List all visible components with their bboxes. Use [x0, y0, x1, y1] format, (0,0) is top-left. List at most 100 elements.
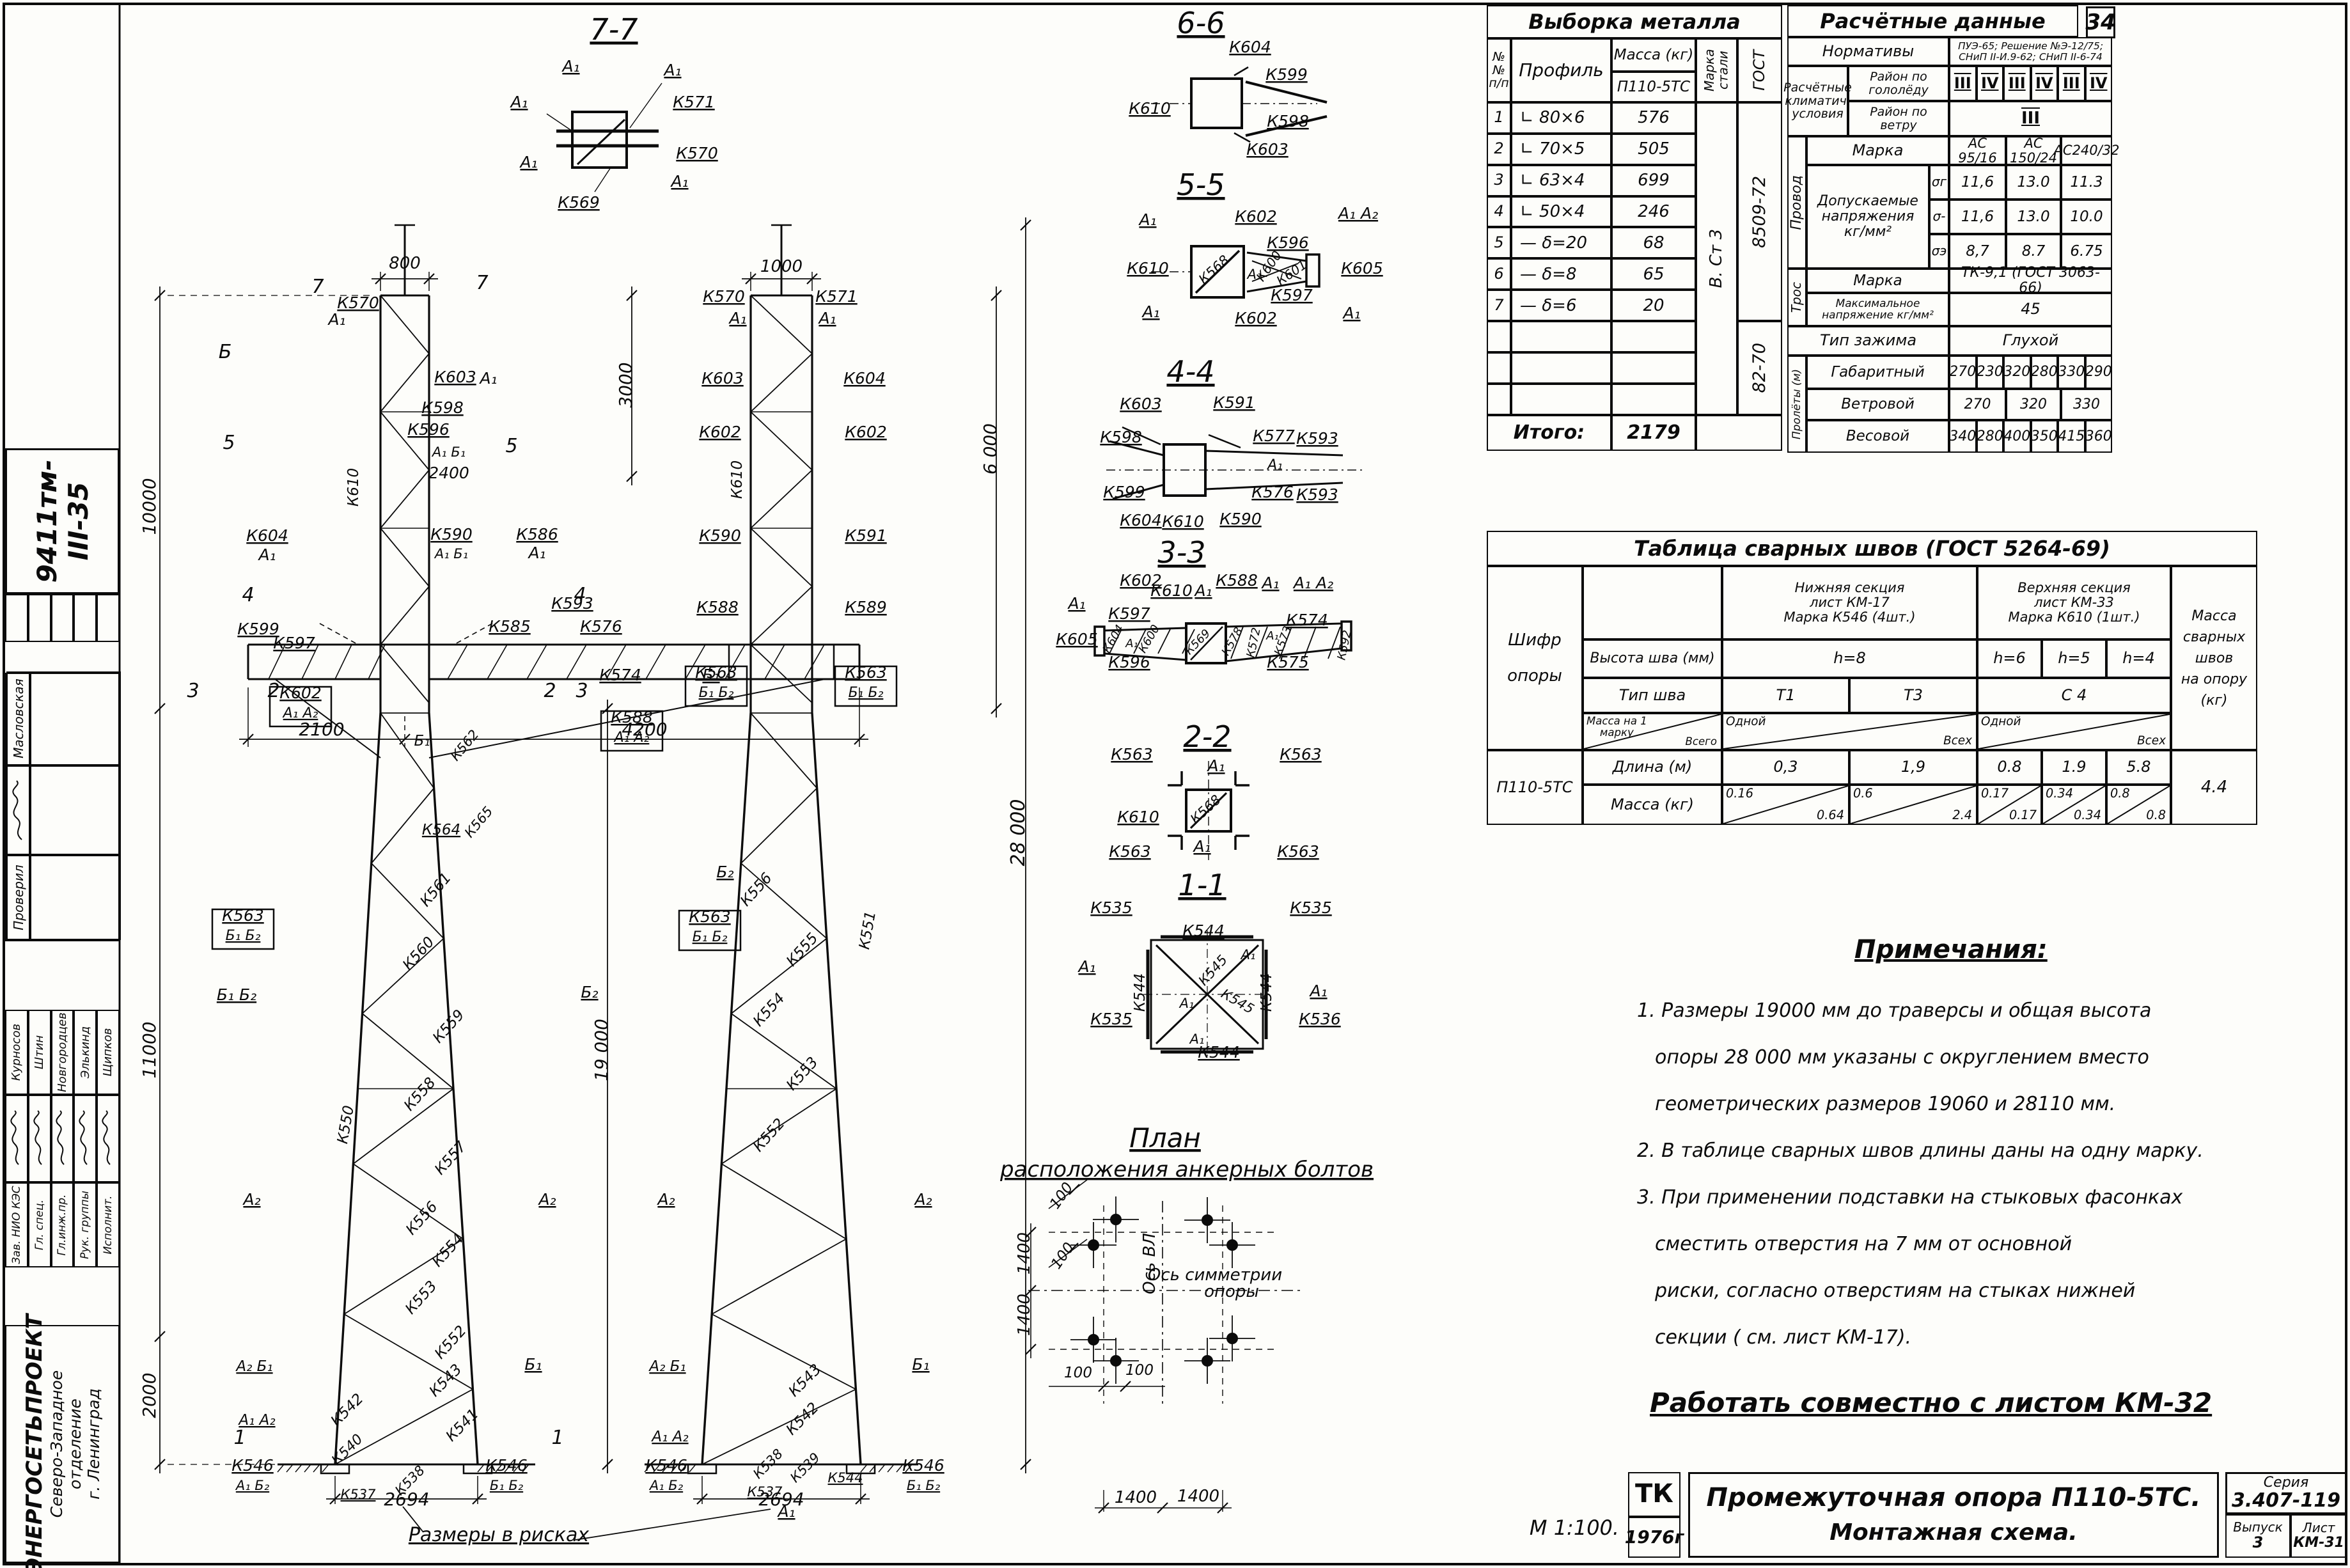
sigma-label: σг: [1929, 165, 1949, 200]
zazhim-label: Тип зажима: [1787, 326, 1949, 356]
vetro-cell: 330: [2061, 389, 2112, 420]
wire-marka-cell: АС240/32: [2054, 136, 2119, 165]
drawing-title-line2: Монтажная схема.: [1829, 1519, 2078, 1546]
diagram-label: К574: [1286, 611, 1328, 629]
metal-row-mass: 505: [1611, 133, 1696, 165]
diagram-label: К563: [1277, 842, 1319, 861]
approval-signature: [74, 1095, 97, 1182]
diagram-label: 5-5: [1177, 168, 1225, 202]
metal-row-profile: ∟ 50×4: [1511, 196, 1611, 228]
diagram-label: 4: [574, 584, 586, 606]
diagram-label: К610: [1127, 259, 1168, 278]
diagram-label: К568: [1196, 252, 1232, 287]
note-line: геометрических размеров 19060 и 28110 мм…: [1655, 1093, 2116, 1115]
diagram-label: Б₁: [524, 1355, 542, 1374]
approval-name: Щипков: [97, 1010, 120, 1095]
col-steel: Марка стали: [1696, 38, 1737, 102]
notes-title: Примечания:: [1854, 935, 2048, 964]
diagram-label: К604: [843, 369, 885, 388]
diagram-label: К597: [1108, 604, 1150, 623]
diagram-label: К603: [434, 368, 476, 386]
table-cell: [1611, 321, 1696, 353]
height-label: Высота шва (мм): [1583, 639, 1722, 678]
veso-cell: 360: [2085, 420, 2112, 453]
diagram-label: 2694: [384, 1489, 429, 1510]
diagram-label: К558: [401, 1074, 439, 1114]
diagram-label: К591: [845, 526, 886, 545]
diagram-label: К597: [273, 634, 315, 652]
metal-row-num: 5: [1487, 227, 1511, 259]
sigma-value: 10.0: [2061, 200, 2112, 234]
checked-signature: [6, 765, 30, 855]
diagram-label: А₁: [1192, 837, 1210, 856]
diagram-label: К559: [430, 1007, 468, 1046]
metal-row-profile: ∟ 70×5: [1511, 133, 1611, 165]
gost-top: 8509-72: [1737, 102, 1782, 321]
diagram-label: К602: [699, 423, 740, 441]
diagram-label: К603: [1246, 140, 1288, 159]
note-line: сместить отверстия на 7 мм от основной: [1655, 1233, 2072, 1255]
prolet-strip: Пролёты (м): [1787, 356, 1806, 453]
max-label: Максимальное напряжение кг/мм²: [1806, 293, 1949, 326]
metal-row-profile: ∟ 63×4: [1511, 164, 1611, 196]
diagram-label: К554: [429, 1230, 467, 1270]
total-value: 2179: [1611, 415, 1696, 451]
title-block: ТК 1976г Промежуточная опора П110-5ТС. М…: [1624, 1472, 2348, 1558]
table-cell: [1487, 321, 1511, 353]
metal-row-mass: 68: [1611, 227, 1696, 259]
sigma-value: 6.75: [2061, 234, 2112, 269]
diagram-label: К536: [1299, 1010, 1340, 1028]
diagram-label: А₁ А₂: [613, 730, 650, 746]
diagram-label: К544: [1198, 1043, 1239, 1062]
checked-name: Масловская: [6, 671, 30, 765]
diagram-label: А₁: [1206, 757, 1225, 775]
metal-row-num: 4: [1487, 196, 1511, 228]
weld-table: Таблица сварных швов (ГОСТ 5264-69) Шифр…: [1487, 531, 2257, 825]
diagram-label: Ось симметрии: [1148, 1266, 1282, 1285]
diagram-label: К575: [1267, 653, 1308, 671]
diagram-label: 1400: [1115, 1488, 1157, 1507]
col-profile: Профиль: [1511, 38, 1611, 102]
diagram-label: К537: [341, 1487, 377, 1502]
diagram-label: А₁: [327, 310, 345, 329]
veso-cell: 280: [1976, 420, 2003, 453]
diagram-label: 800: [389, 254, 421, 273]
weld-length-cell: 1,9: [1849, 750, 1977, 785]
checked-zone: Проверил Масловская: [5, 671, 121, 941]
opora-cell: П110-5ТС: [1487, 750, 1583, 825]
diagram-label: К563: [222, 906, 263, 925]
signature-scribble: [12, 780, 22, 840]
diagram-label: К541: [443, 1406, 482, 1445]
wire-marka-cell: АС 150/24: [2006, 136, 2061, 165]
diagram-label: Б₁: [414, 733, 430, 749]
diagram-label: 7-7: [590, 12, 638, 47]
diagram-label: К570: [676, 144, 717, 162]
diagram-label: А₁ А₂: [282, 705, 318, 721]
sheet-number-box: 34: [2085, 6, 2116, 38]
steel-grade: В. Ст 3: [1696, 102, 1737, 415]
veso-cell: 400: [2003, 420, 2031, 453]
diagram-label: К562: [448, 727, 482, 764]
diagram-label: 4-4: [1166, 354, 1214, 389]
diagram-label: 28 000: [1007, 799, 1030, 866]
diagram-label: А₁ А₂: [237, 1412, 275, 1429]
veso-label: Весовой: [1806, 420, 1949, 453]
note-line: 2. В таблице сварных швов длины даны на …: [1637, 1140, 2204, 1162]
diagram-label: 10000: [139, 478, 160, 535]
diagram-label: А₁: [1077, 957, 1095, 976]
diagram-label: К590: [430, 525, 472, 544]
diagram-label: К597: [1271, 286, 1313, 304]
metal-row-mass: 65: [1611, 258, 1696, 290]
diagram-label: К560: [400, 934, 438, 973]
normativy-value: ПУЭ-65; Решение №Э-12/75; СНиП II-И.9-62…: [1949, 37, 2112, 66]
diagram-label: Ось ВЛ: [1140, 1233, 1159, 1294]
diagram-label: К600: [1253, 248, 1285, 285]
diagram-label: 100: [1047, 1180, 1076, 1212]
